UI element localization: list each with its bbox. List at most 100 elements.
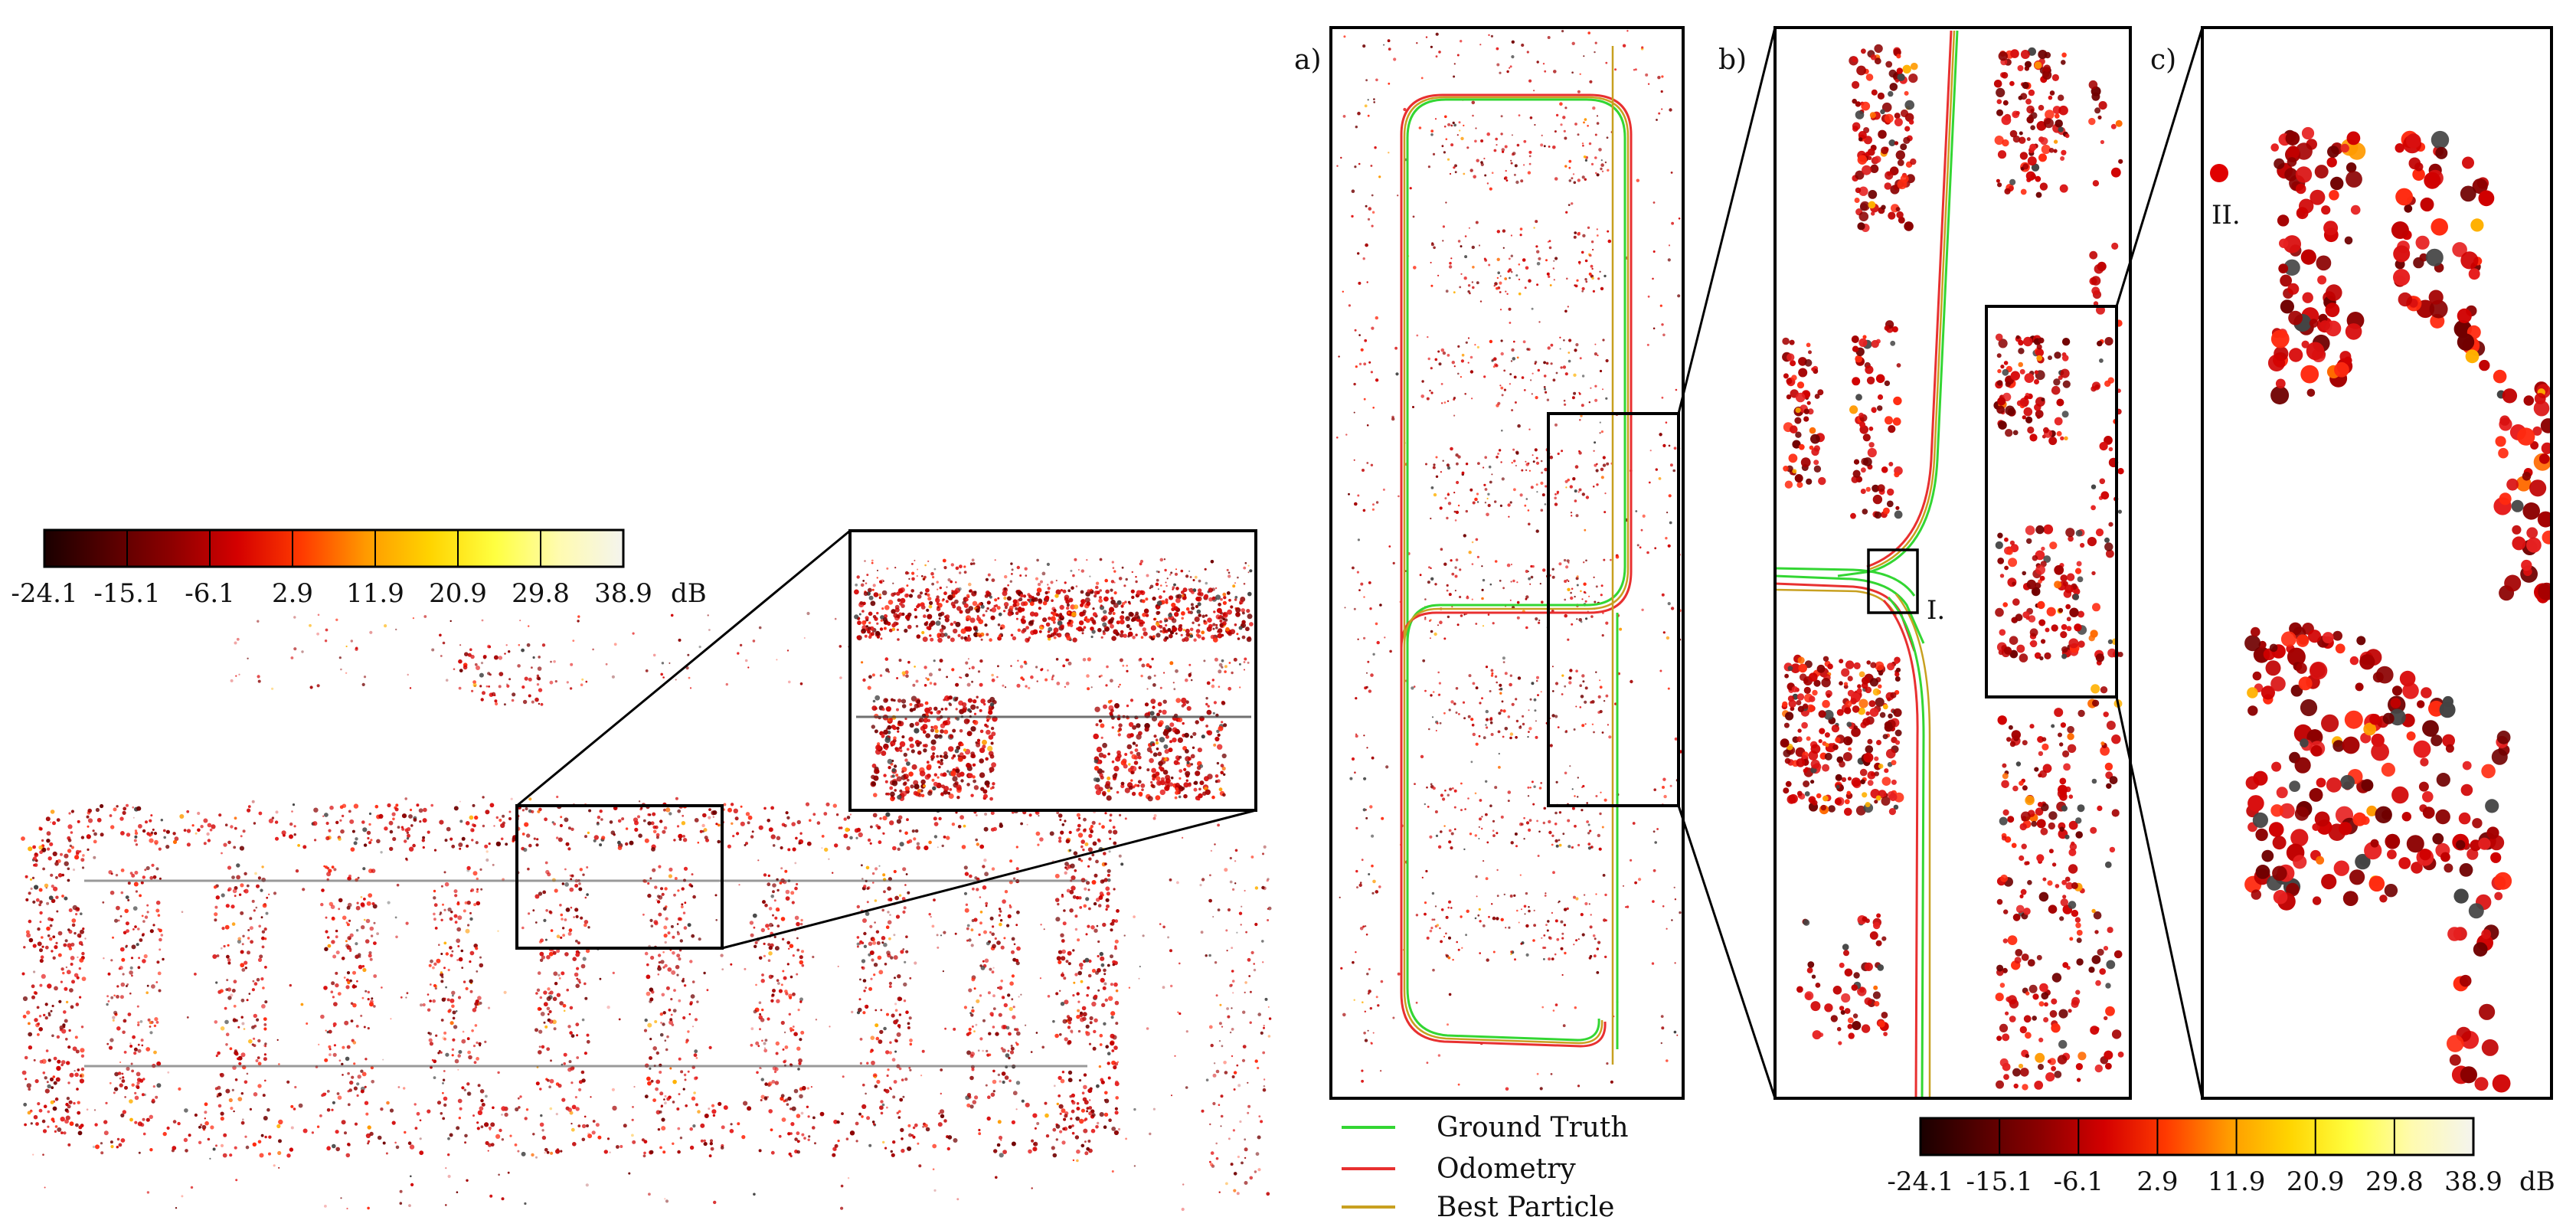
radar-point [837,1140,840,1143]
radar-point [857,620,861,626]
radar-point [896,776,902,782]
radar-point [333,1044,336,1047]
radar-point [978,1132,982,1136]
radar-point [691,980,695,983]
radar-point [898,894,902,897]
radar-point [1129,698,1134,702]
radar-point [856,945,859,948]
radar-point [1164,620,1167,623]
radar-point [1083,817,1087,822]
radar-point [44,945,49,950]
radar-point [550,1151,554,1155]
radar-point [888,600,894,605]
radar-point [1061,956,1066,961]
radar-point [574,908,579,912]
radar-point [652,653,656,657]
radar-point [1059,1112,1062,1115]
radar-point [392,836,397,842]
radar-point [1070,1117,1073,1120]
radar-point [863,931,867,936]
radar-point [1052,620,1056,624]
radar-point [1015,607,1018,610]
radar-point [557,973,561,976]
radar-point [68,1100,73,1104]
radar-point [409,808,413,812]
radar-point [995,1176,998,1179]
radar-point [472,1114,475,1117]
radar-point [1144,702,1149,707]
radar-point [268,1152,271,1156]
radar-point [162,957,165,961]
radar-point [373,921,376,924]
point-cloud-left [21,611,1272,1212]
radar-point [318,1043,320,1045]
radar-point [947,594,953,600]
radar-point [316,684,320,688]
radar-point [986,600,991,605]
radar-point [1087,924,1090,928]
radar-point [1185,770,1191,777]
radar-point [356,1082,360,1086]
radar-point [72,1046,77,1052]
radar-point [1102,770,1105,774]
radar-point [625,827,629,830]
radar-point [345,921,348,924]
radar-point [235,1019,238,1022]
radar-point [1249,622,1254,626]
radar-point [459,819,463,823]
radar-point [1133,1107,1136,1111]
radar-point [227,944,230,947]
radar-point [114,1071,119,1077]
radar-point [1222,793,1226,797]
radar-point [273,891,277,895]
radar-point [1177,717,1183,723]
radar-point [883,626,887,630]
radar-point [987,1095,991,1099]
radar-point [480,1125,484,1129]
radar-point [142,1117,145,1121]
radar-point [431,1058,434,1062]
radar-point [204,1102,208,1107]
radar-point [1170,984,1173,988]
radar-point [1038,630,1042,633]
radar-point [74,931,77,935]
radar-point [476,666,480,670]
radar-point [708,1154,712,1158]
radar-point [599,810,603,813]
radar-point [112,936,114,939]
radar-point [972,1100,977,1104]
radar-point [1155,771,1160,777]
radar-point [506,684,510,689]
radar-point [989,797,993,801]
radar-point [1236,931,1238,934]
radar-point [121,957,126,962]
radar-point [124,908,129,914]
radar-point [930,757,934,761]
radar-point [664,940,667,944]
radar-point [159,928,162,933]
radar-point [799,1000,803,1003]
radar-point [1250,950,1254,954]
radar-point [207,839,211,842]
radar-point [955,768,959,774]
radar-point [265,911,269,915]
radar-point [672,1142,675,1146]
radar-point [1197,747,1202,753]
radar-point [345,645,348,648]
radar-point [42,1129,47,1133]
radar-point [868,621,871,624]
radar-point [357,1075,361,1079]
radar-point [664,887,668,891]
radar-point [874,1009,878,1012]
radar-point [371,997,374,1000]
radar-point [933,822,939,826]
radar-point [911,577,915,581]
radar-point [360,902,365,907]
radar-point [1234,596,1238,599]
radar-point [120,1138,126,1143]
radar-point [570,662,574,666]
radar-point [799,960,804,965]
radar-point [236,863,240,868]
radar-point [859,940,863,944]
radar-point [712,1114,716,1117]
